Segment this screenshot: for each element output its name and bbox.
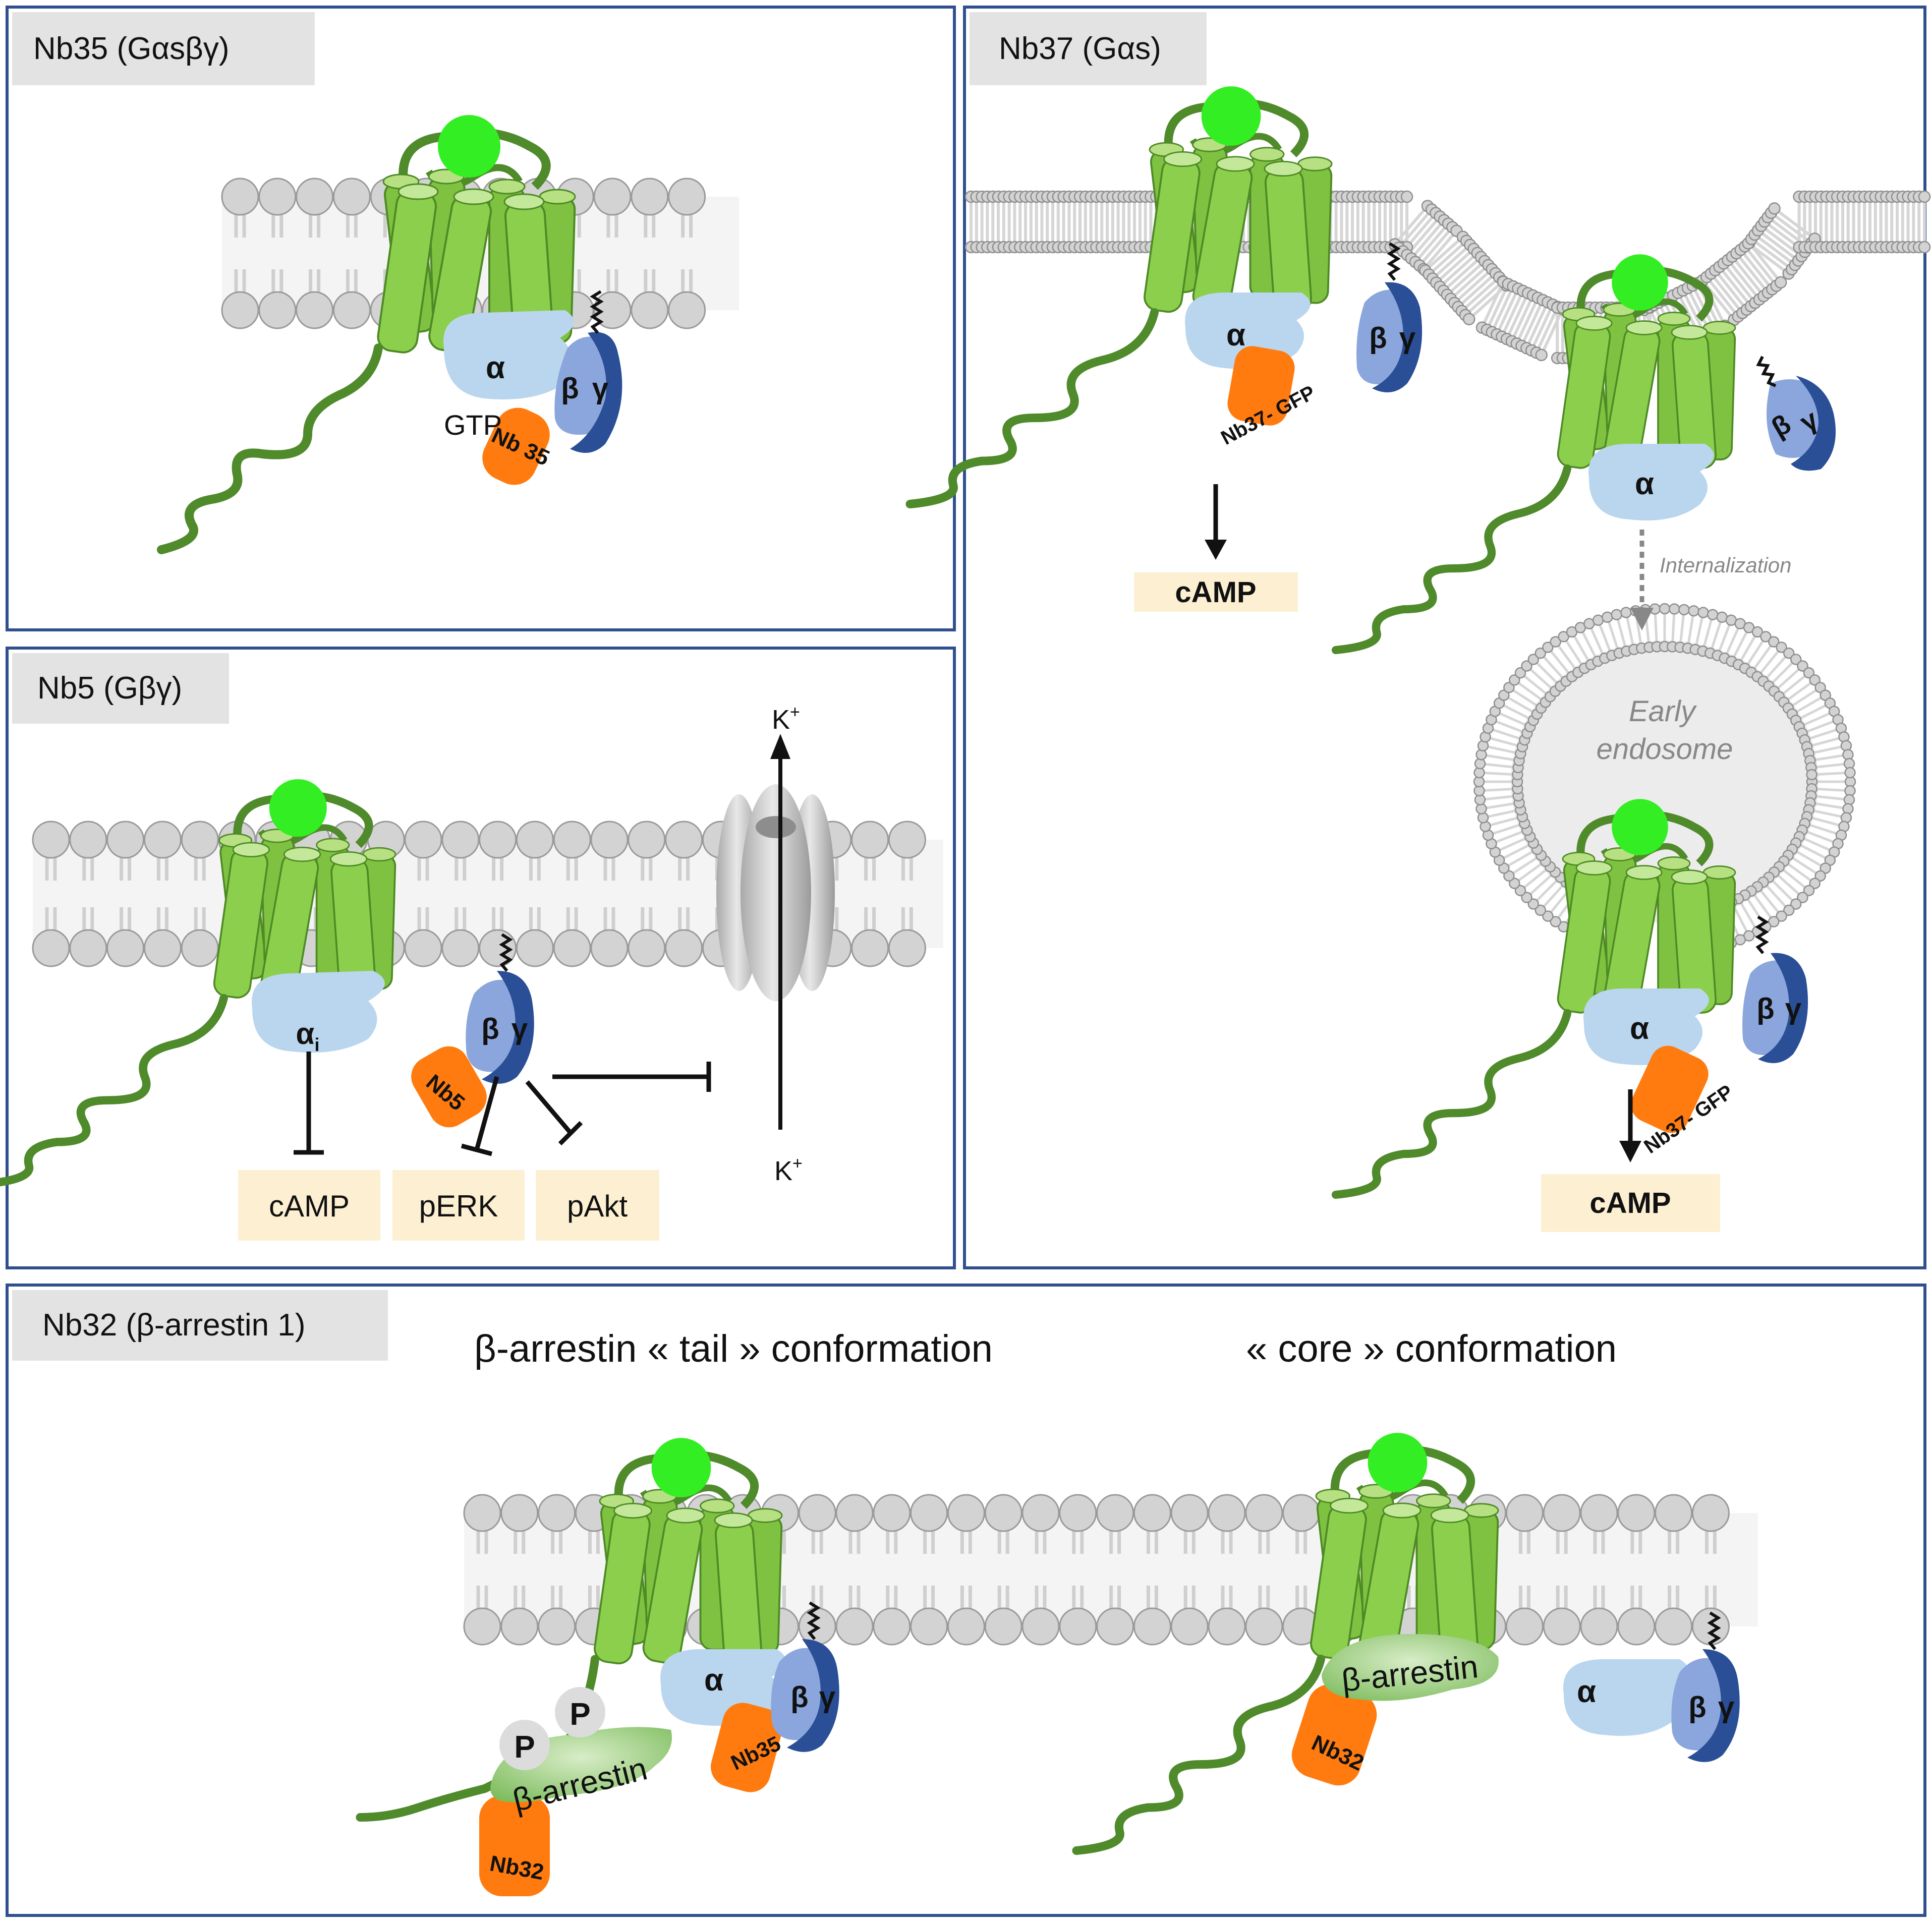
nb37-arrow-bottom (1619, 1089, 1641, 1162)
svg-text:β: β (1756, 993, 1774, 1025)
nb5-readout-camp: cAMP (238, 1170, 380, 1241)
nb37-internalization-label: Internalization (1660, 553, 1792, 577)
nb37-g-beta-gamma-mid: β γ (1756, 356, 1836, 471)
nb35-receptor (157, 115, 576, 554)
svg-text:P: P (514, 1730, 535, 1765)
nb37-endosome-label-2: endosome (1597, 733, 1733, 766)
nb35-g-alpha: α (443, 310, 574, 399)
svg-text:α: α (486, 351, 505, 385)
svg-text:P: P (570, 1697, 590, 1732)
nb32-tail-nb32: Nb32 (479, 1795, 550, 1896)
nb37-g-alpha-endo: α (1583, 988, 1709, 1065)
panel-nb35-title: Nb35 (Gαsβγ) (33, 31, 229, 66)
svg-text:α: α (1577, 1674, 1596, 1709)
svg-text:cAMP: cAMP (1175, 576, 1256, 609)
nb5-readout-perk: pERK (392, 1170, 525, 1241)
svg-text:γ: γ (592, 372, 609, 405)
nb32-core-nb32: Nb32 (1291, 1684, 1377, 1786)
panel-frames (6, 6, 1926, 1917)
nb37-curved-membrane (964, 190, 1931, 365)
nb37-g-alpha-top: α (1185, 293, 1311, 369)
svg-text:α: α (1630, 1011, 1649, 1046)
svg-text:α: α (1226, 318, 1245, 353)
nb5-receptor (0, 779, 396, 1187)
nb5-potassium-arrow (770, 734, 790, 1130)
svg-text:pERK: pERK (419, 1189, 498, 1223)
panel-nb32-title: Nb32 (β-arrestin 1) (42, 1308, 306, 1343)
nb37-g-alpha-mid: α (1588, 444, 1714, 520)
panel-nb35: Nb 35 α GTP β γ (443, 290, 622, 485)
panel-nb5: K+ K+ αi Nb5 β γ cAM (238, 703, 835, 1241)
nb35-nanobody: Nb 35 (482, 407, 553, 485)
svg-text:β: β (481, 1013, 499, 1045)
nb32-core-receptor (1072, 1433, 1499, 1855)
nb32-tail-phospho-1: P (499, 1720, 550, 1770)
nb32-core-g-alpha: α (1563, 1659, 1689, 1736)
svg-text:γ: γ (1399, 322, 1416, 355)
nb37-readout-top: cAMP (1134, 572, 1298, 612)
panel-nb5-title: Nb5 (Gβγ) (37, 671, 182, 706)
panel-nb5-frame (6, 647, 956, 1269)
receptors (0, 86, 1736, 1855)
nb32-tail-phospho-2: P (555, 1687, 605, 1737)
svg-text:cAMP: cAMP (1589, 1187, 1671, 1219)
early-endosome (1473, 603, 1856, 949)
nb37-receptor-top (905, 86, 1333, 509)
nb32-tail-g-beta-gamma: β γ (771, 1601, 839, 1752)
panel-nb35-frame (6, 6, 956, 631)
svg-text:β: β (1688, 1691, 1706, 1724)
nb35-g-beta-gamma: β γ (554, 290, 622, 453)
nb5-nanobody: Nb5 (411, 1046, 487, 1128)
nb32-tail-nb35: Nb35 (711, 1703, 784, 1792)
svg-text:β: β (561, 372, 579, 405)
nb5-inhibition-lines (294, 1052, 711, 1156)
title-tags: Nb35 (Gαsβγ) Nb37 (Gαs) Nb5 (Gβγ) Nb32 (… (12, 12, 1207, 1361)
svg-text:αi: αi (296, 1017, 320, 1055)
nb37-g-beta-gamma-top: β γ (1356, 242, 1423, 392)
svg-text:γ: γ (1785, 993, 1802, 1025)
nb35-gtp-label: GTP (444, 409, 502, 441)
nb5-ion-channel (716, 784, 835, 1001)
svg-text:β: β (790, 1681, 808, 1714)
nb37-endosome-label-1: Early (1629, 695, 1697, 728)
nb37-readout-bottom: cAMP (1541, 1174, 1720, 1232)
nb37-arrow-top (1205, 484, 1227, 560)
svg-text:γ: γ (819, 1681, 836, 1714)
nb37-nanobody-top: Nb37- GFP (1217, 346, 1319, 449)
nb32-core-g-beta-gamma: β γ (1671, 1611, 1740, 1762)
nb37-internalization-arrow (1630, 530, 1654, 630)
svg-text:pAkt: pAkt (567, 1189, 628, 1223)
panel-nb32: β-arrestin « tail » conformation « core … (474, 1327, 1740, 1896)
panel-nb32-frame (6, 1284, 1926, 1917)
nb5-readout-pakt: pAkt (536, 1170, 659, 1241)
nb32-tail-heading: β-arrestin « tail » conformation (474, 1327, 993, 1370)
nb5-g-alpha-i: αi (252, 971, 385, 1055)
nb5-k-bottom: K+ (774, 1154, 803, 1186)
svg-text:γ: γ (512, 1013, 528, 1045)
svg-text:α: α (704, 1663, 723, 1698)
nb37-receptor-endo (1331, 799, 1736, 1199)
svg-text:γ: γ (1718, 1691, 1735, 1724)
nb32-core-heading: « core » conformation (1246, 1327, 1617, 1370)
nb5-g-beta-gamma: β γ (466, 933, 534, 1084)
panel-nb37-frame (963, 6, 1926, 1269)
svg-text:β: β (1369, 322, 1387, 355)
panel-nb37-title: Nb37 (Gαs) (999, 31, 1161, 66)
svg-text:α: α (1635, 467, 1654, 501)
nb5-k-top: K+ (772, 703, 800, 735)
nb37-g-beta-gamma-endo: β γ (1742, 915, 1808, 1063)
svg-text:cAMP: cAMP (269, 1189, 350, 1223)
nb32-tail-receptor (356, 1438, 783, 1822)
